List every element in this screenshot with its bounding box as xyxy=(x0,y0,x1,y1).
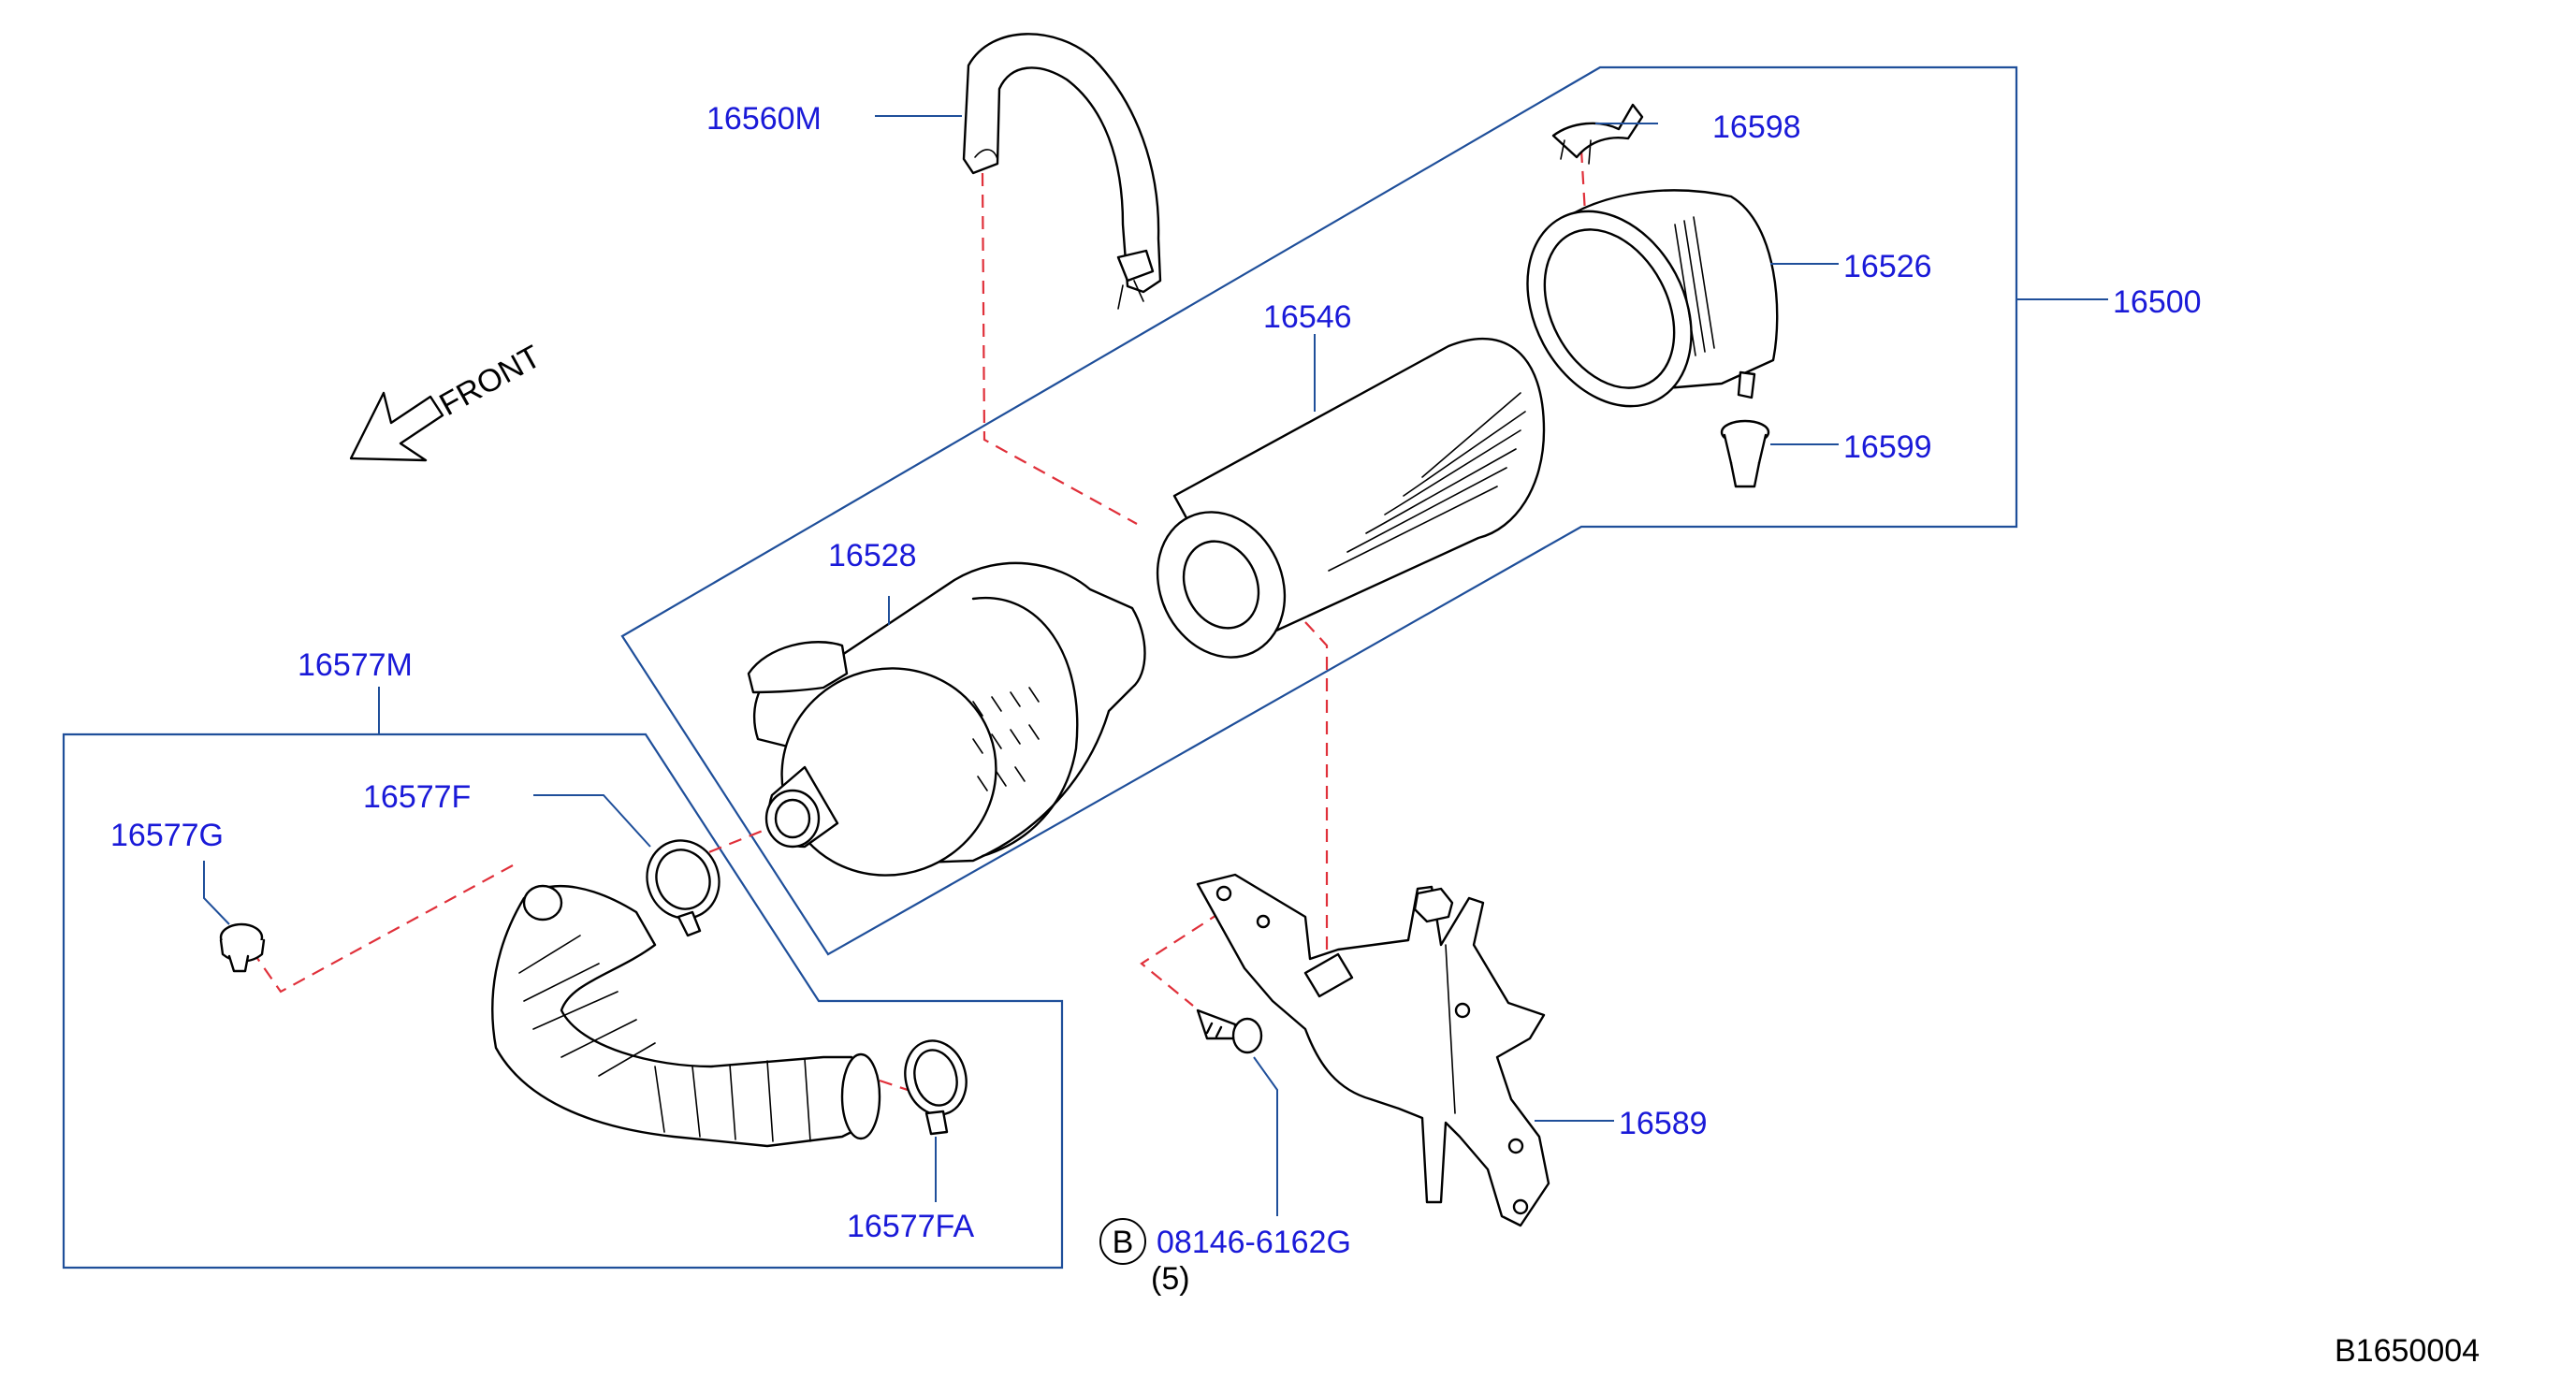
label-16577M: 16577M xyxy=(298,647,413,683)
label-16500: 16500 xyxy=(2113,284,2202,320)
bracket-16589 xyxy=(1196,873,1550,1227)
bolt-badge-letter: B xyxy=(1113,1225,1134,1260)
bolt-08146-6162G xyxy=(1196,1008,1263,1054)
clip-16577G xyxy=(219,922,266,973)
label-16546: 16546 xyxy=(1263,299,1352,335)
cover-16526 xyxy=(1526,189,1779,408)
label-bolt-quantity: (5) xyxy=(1151,1261,1190,1297)
clamp-16577FA xyxy=(904,1039,968,1136)
grommet-16599 xyxy=(1720,419,1770,488)
dashed-connections xyxy=(247,149,1588,1096)
clamp-16577F xyxy=(646,839,720,937)
clip-16598 xyxy=(1551,103,1644,165)
leader-lines xyxy=(203,115,2108,1216)
front-arrow-icon xyxy=(349,391,444,462)
label-16526: 16526 xyxy=(1843,249,1932,284)
diagram-id: B1650004 xyxy=(2335,1333,2480,1369)
assembly-frame-16577M xyxy=(62,733,1064,1270)
bolt-badge-circle xyxy=(1099,1218,1146,1265)
label-16577FA: 16577FA xyxy=(847,1209,974,1244)
label-16577F: 16577F xyxy=(363,779,471,815)
label-16577G: 16577G xyxy=(110,818,224,853)
filter-element-16546 xyxy=(1156,337,1546,659)
label-16528: 16528 xyxy=(828,538,917,573)
front-label: FRONT xyxy=(433,339,546,423)
label-16599: 16599 xyxy=(1843,429,1932,465)
strap-16560M xyxy=(962,33,1162,310)
duct-hose-16577M xyxy=(491,884,881,1148)
label-bolt-part-number: 08146-6162G xyxy=(1157,1225,1351,1260)
housing-body-16528 xyxy=(747,561,1146,877)
label-16598: 16598 xyxy=(1712,109,1801,145)
label-16589: 16589 xyxy=(1619,1106,1708,1141)
assembly-frame-16500 xyxy=(620,65,2018,956)
label-16560M: 16560M xyxy=(706,101,822,137)
